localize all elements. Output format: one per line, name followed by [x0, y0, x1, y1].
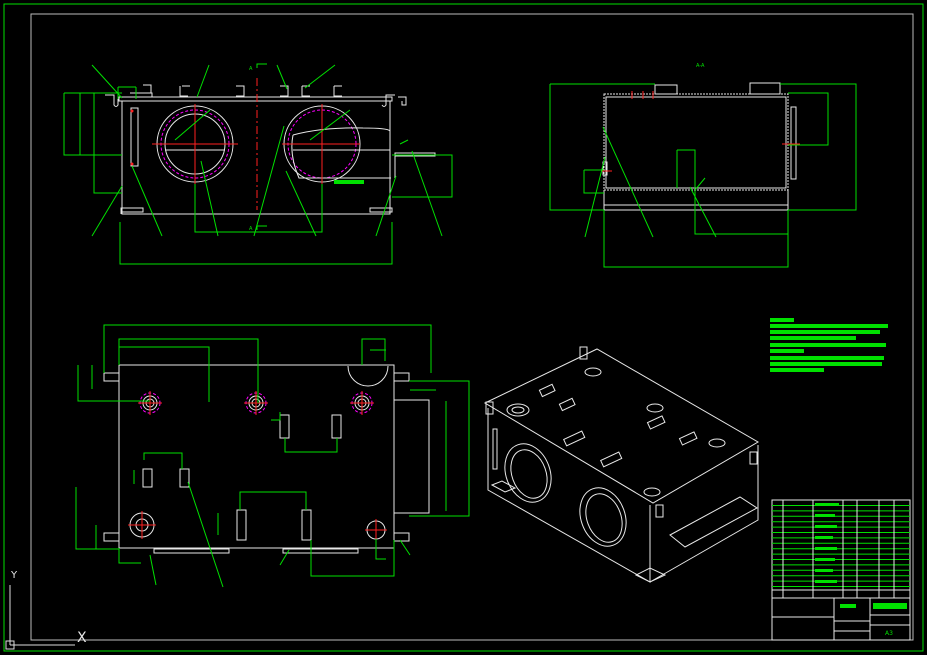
plan-ports — [128, 391, 387, 541]
section-marker-top: A — [249, 66, 253, 72]
x-axis-label: X — [77, 630, 87, 646]
title-block: A3 — [771, 499, 911, 641]
section-marker-bottom: A — [249, 226, 253, 232]
drawing-frame — [30, 13, 914, 641]
ucs-axis-icon: Y X — [5, 570, 87, 650]
side-section-view[interactable]: A-A — [549, 63, 857, 268]
side-view-title: A-A — [696, 63, 705, 69]
plan-brackets — [142, 414, 342, 541]
sheet-size: A3 — [885, 630, 893, 637]
isometric-view[interactable] — [483, 346, 759, 583]
plan-view[interactable] — [75, 324, 470, 588]
technical-notes — [770, 318, 888, 372]
outer-sheet-border — [3, 3, 924, 652]
y-axis-label: Y — [10, 570, 18, 581]
front-view[interactable]: A A — [63, 63, 453, 265]
